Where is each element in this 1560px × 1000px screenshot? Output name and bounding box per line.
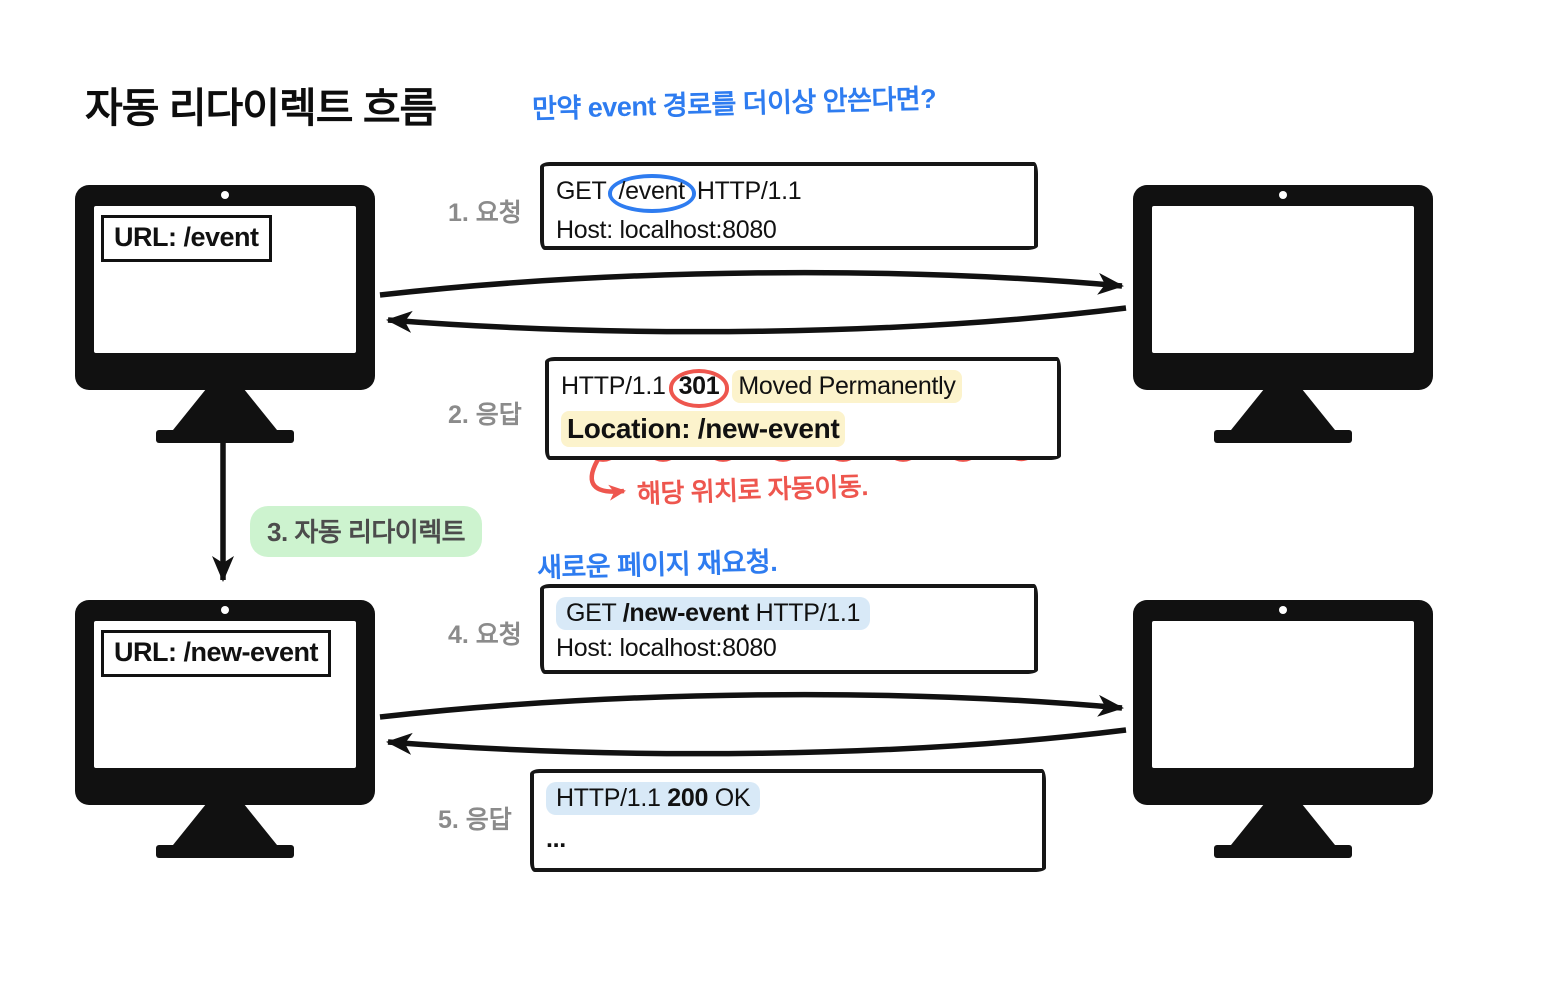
redirect-effect-note: 해당 위치로 자동이동. (636, 470, 869, 510)
monitor-stand (173, 805, 277, 845)
step-label-5: 5. 응답 (438, 806, 512, 834)
auto-redirect-label: 3. 자동 리다이렉트 (250, 506, 483, 557)
http-version: HTTP/1.1 (755, 599, 861, 627)
request-arrow-top (379, 269, 1124, 298)
monitor-stand (173, 390, 277, 430)
step-label-2: 2. 응답 (448, 401, 522, 429)
red-curved-arrow (589, 454, 626, 501)
question-note: 만약 event 경로를 더이상 안쓴다면? (531, 83, 937, 125)
http-version: HTTP/1.1 (556, 784, 661, 812)
response-body-ellipsis: ... (546, 824, 566, 853)
new-event-path: /new-event (622, 599, 750, 627)
host-header: Host: localhost:8080 (556, 633, 777, 662)
http-method: GET (566, 599, 617, 627)
page-title: 자동 리다이렉트 흐름 (85, 85, 437, 131)
step-label-1: 1. 요청 (448, 199, 522, 227)
monitor-bezel: URL: /new-event (75, 600, 375, 805)
response-box-2: HTTP/1.1 200 OK ... (530, 769, 1046, 872)
status-text-highlighted: Moved Permanently (732, 370, 962, 403)
response-arrow-bottom (386, 727, 1127, 757)
monitor-base (1214, 430, 1352, 443)
status-code-200: 200 (667, 784, 709, 812)
url-box-new-event: URL: /new-event (101, 630, 332, 677)
monitor-bezel (1133, 600, 1433, 805)
monitor-base (1214, 845, 1352, 858)
client-monitor-bottom: URL: /new-event (75, 600, 375, 858)
request-box-2: GET /new-event HTTP/1.1 Host: localhost:… (540, 584, 1038, 674)
url-box-event: URL: /event (101, 215, 272, 262)
step-label-4: 4. 요청 (448, 621, 522, 649)
monitor-screen (1152, 206, 1414, 353)
location-header: Location: /new-event (561, 410, 846, 447)
camera-dot (1279, 191, 1287, 199)
camera-dot (221, 191, 229, 199)
circled-path-event: /event (607, 174, 696, 213)
rerequest-note: 새로운 페이지 재요청. (536, 546, 778, 584)
monitor-stand (1231, 805, 1335, 845)
client-monitor-top: URL: /event (75, 185, 375, 443)
monitor-screen: URL: /new-event (94, 621, 356, 768)
camera-dot (1279, 606, 1287, 614)
monitor-screen: URL: /event (94, 206, 356, 353)
http-version: HTTP/1.1 (696, 177, 802, 205)
monitor-stand (1231, 390, 1335, 430)
monitor-screen (1152, 621, 1414, 768)
server-monitor-top (1133, 185, 1433, 443)
monitor-bezel (1133, 185, 1433, 390)
server-monitor-bottom (1133, 600, 1433, 858)
http-version: HTTP/1.1 (561, 372, 666, 400)
http-method: GET (556, 177, 607, 205)
monitor-bezel: URL: /event (75, 185, 375, 390)
request-arrow-bottom (379, 691, 1124, 720)
response-arrow-top (386, 305, 1127, 335)
camera-dot (221, 606, 229, 614)
host-header: Host: localhost:8080 (556, 215, 777, 244)
monitor-base (156, 845, 294, 858)
monitor-base (156, 430, 294, 443)
circled-status-301: 301 (668, 369, 730, 408)
status-text-ok: OK (714, 784, 751, 812)
